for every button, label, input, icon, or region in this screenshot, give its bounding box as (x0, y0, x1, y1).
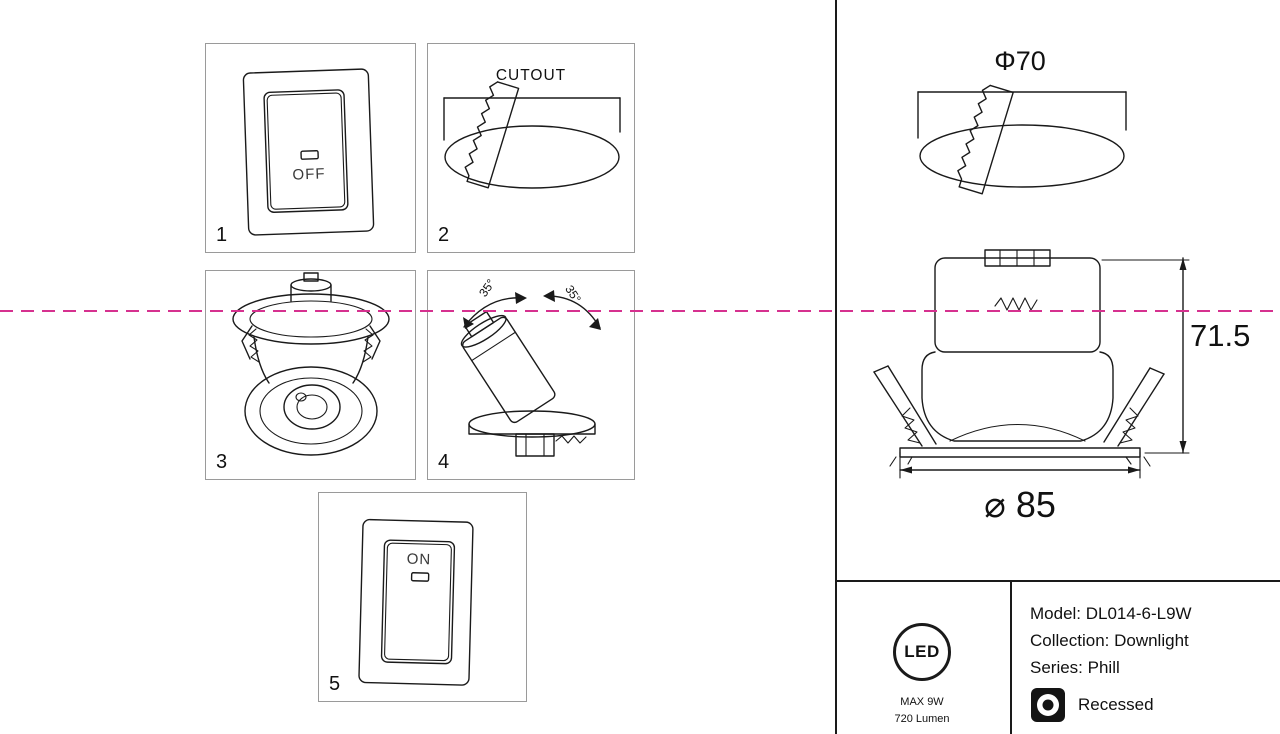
switch-on-label: ON (406, 550, 432, 569)
center-dashed-line (0, 310, 1280, 312)
max-power-label: MAX 9W (900, 696, 944, 708)
led-badge-text: LED (904, 642, 940, 661)
step-number-3: 3 (216, 451, 228, 473)
cutout-illustration (443, 81, 621, 189)
vertical-divider (835, 0, 837, 734)
step-number-1: 1 (216, 224, 228, 246)
step-number-2: 2 (438, 224, 450, 246)
overall-height-dimension: 71.5 (1190, 318, 1251, 353)
downlight-front-illustration (232, 272, 390, 456)
saw-icon (957, 84, 1014, 195)
spec-series: Series: Phill (1030, 658, 1120, 677)
led-badge-icon: LED (893, 623, 951, 681)
step-panel-1: OFF 1 (205, 43, 416, 253)
step-panel-3: 3 (205, 270, 416, 480)
cutout-diameter-dimension: Φ70 (994, 46, 1046, 76)
spec-text-block: Model: DL014-6-L9W Collection: Downlight… (1030, 600, 1192, 681)
step-number-5: 5 (329, 673, 341, 695)
switch-on-illustration (358, 518, 474, 686)
recessed-mount-label: Recessed (1078, 695, 1154, 714)
saw-icon (464, 81, 520, 189)
fixture-section-drawing (850, 248, 1190, 486)
lumen-label: 720 Lumen (894, 713, 950, 725)
step-panel-5: ON 5 (318, 492, 527, 702)
cutout-drawing-right (912, 80, 1132, 208)
step-number-4: 4 (438, 451, 450, 473)
step-panel-2: CUTOUT 2 (427, 43, 635, 253)
step-panel-4: 35° 35° 4 (427, 270, 635, 480)
spec-model: Model: DL014-6-L9W (1030, 604, 1192, 623)
downlight-tilt-illustration (460, 290, 601, 457)
trim-diameter-dimension: ⌀ 85 (984, 484, 1056, 525)
cutout-title: CUTOUT (495, 67, 567, 84)
spec-divider-vertical (1010, 580, 1012, 734)
switch-off-illustration (242, 68, 375, 236)
switch-off-label: OFF (292, 165, 326, 184)
spec-divider-horizontal (836, 580, 1280, 582)
spec-collection: Collection: Downlight (1030, 631, 1189, 650)
recessed-mount-icon (1030, 687, 1066, 723)
